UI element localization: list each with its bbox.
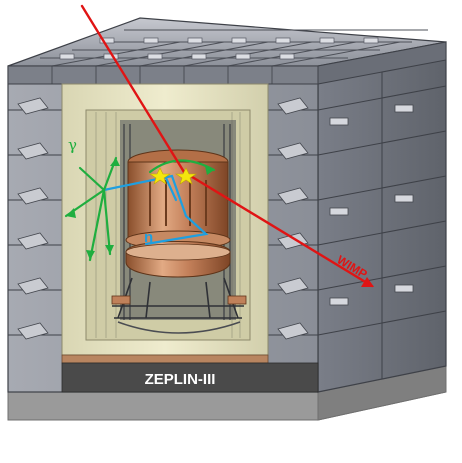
- copper-stripe: [61, 354, 269, 364]
- base-plate-front: [7, 391, 319, 421]
- shield-side-wall: [317, 41, 447, 393]
- neutron-label: n: [144, 229, 153, 246]
- interaction-star-right: [175, 167, 197, 185]
- base-plate: [7, 365, 447, 421]
- shield-roof: [7, 17, 447, 85]
- interaction-star-left: [149, 167, 171, 185]
- neutron-track: [102, 174, 209, 246]
- name-band: [61, 362, 319, 393]
- gamma-label: γ: [68, 136, 77, 154]
- detector-name-label: ZEPLIN-III: [145, 371, 216, 388]
- gamma-track: [64, 156, 216, 262]
- floor-band: ZEPLIN-III: [61, 354, 319, 393]
- interaction-stars: [149, 167, 197, 185]
- gamma-arrowheads: [66, 158, 214, 260]
- cryostat-vessel: [111, 149, 247, 334]
